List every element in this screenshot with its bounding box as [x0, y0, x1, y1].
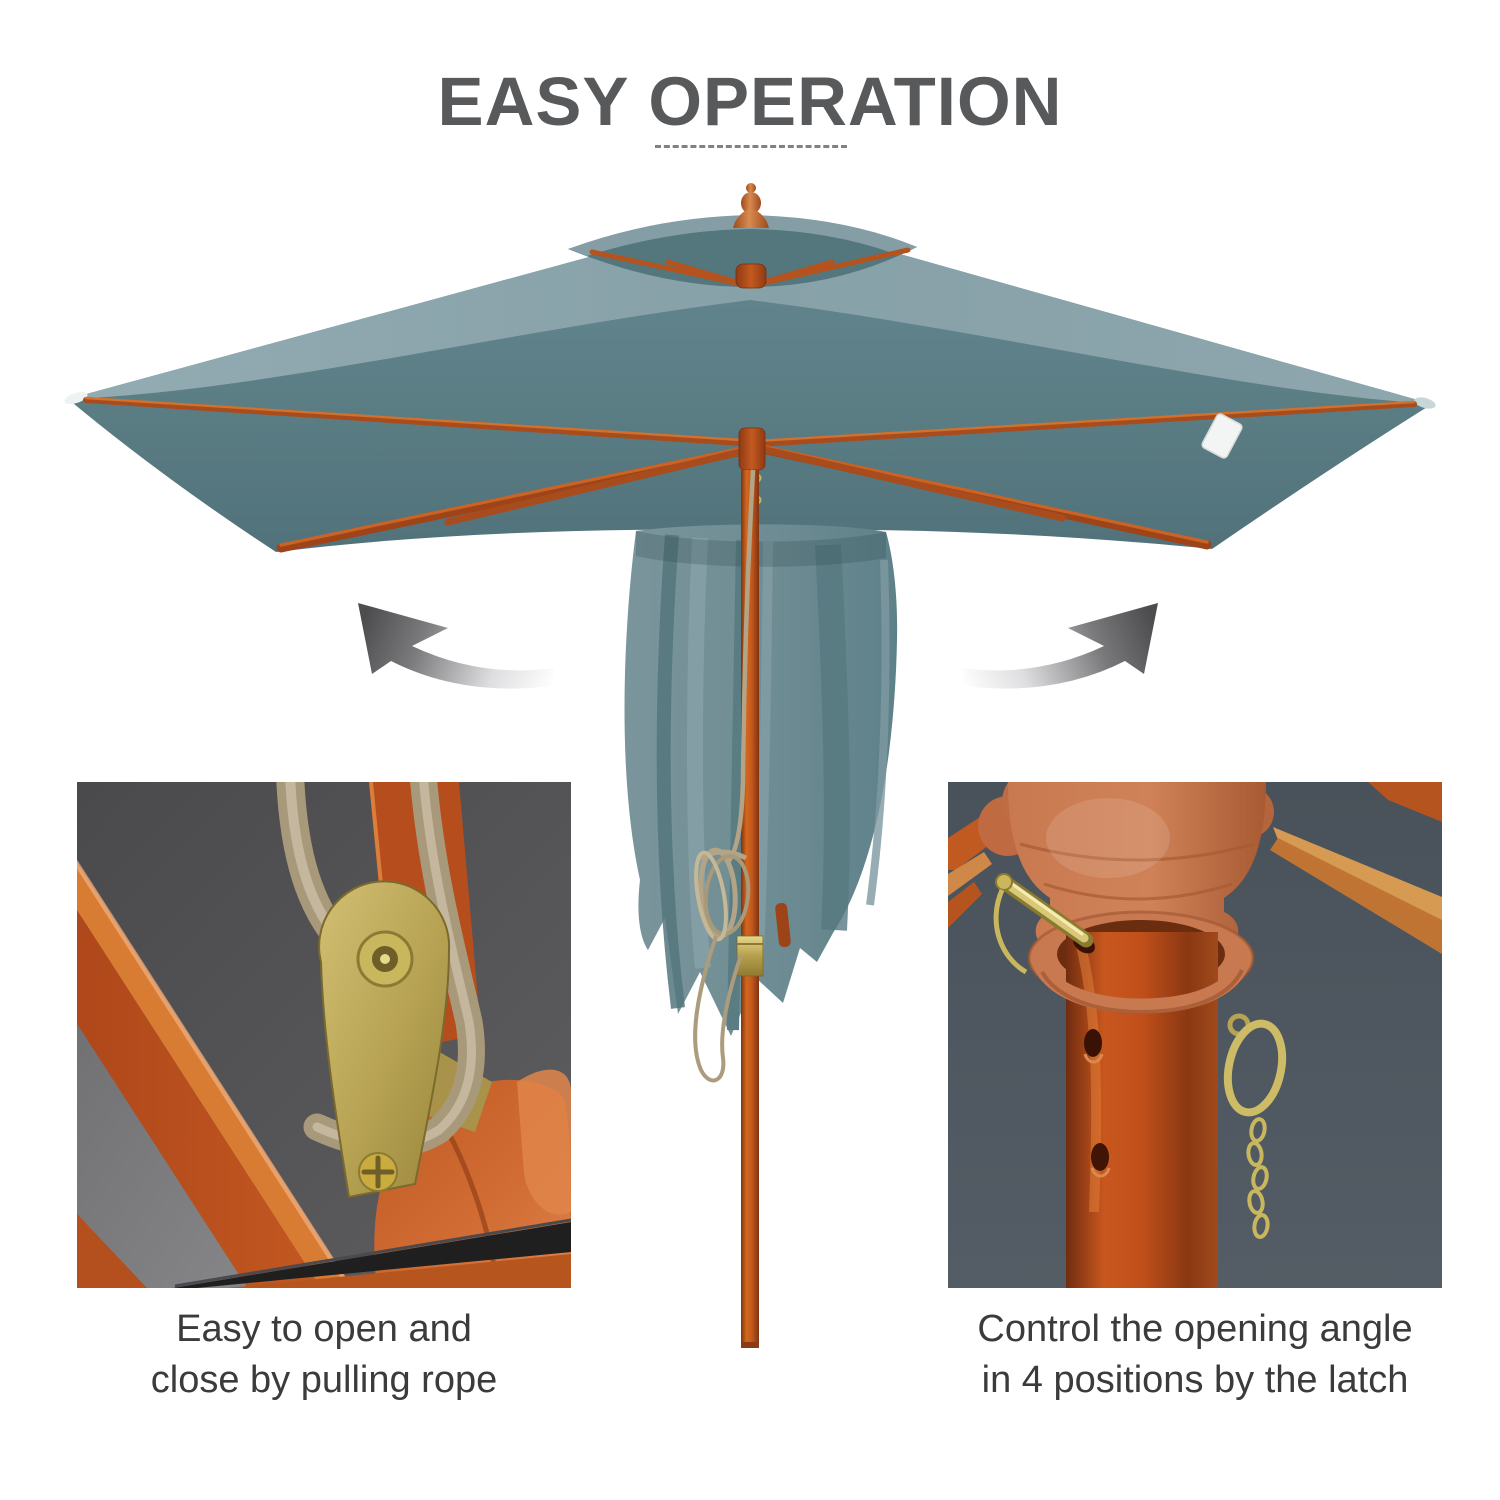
title-dashed-divider: [655, 145, 847, 148]
angle-latch-photo: [948, 782, 1442, 1288]
upper-hub-knuckle: [735, 263, 767, 289]
pole-hole: [1084, 1029, 1102, 1057]
pull-rope: [693, 469, 756, 1083]
corner-wood: [77, 1214, 147, 1288]
caption-line: Easy to open and: [176, 1308, 472, 1350]
pole-hole: [1091, 1143, 1109, 1171]
main-hub: [738, 427, 766, 471]
canopy-top-tier: [568, 215, 917, 289]
black-strap: [173, 1218, 571, 1288]
finial: [733, 183, 769, 228]
latch-pin: [993, 873, 1095, 975]
caption-rope-pulley: Easy to open and close by pulling rope: [74, 1304, 574, 1406]
rope-coil: [694, 847, 751, 942]
pole: [1066, 932, 1218, 1288]
rope-pulley-photo: [77, 782, 571, 1288]
canopy-ribs: [83, 396, 1417, 553]
curved-arrow-right-icon: [962, 603, 1158, 689]
collar-front-rim: [1030, 955, 1252, 1015]
canopy-tag: [1201, 413, 1243, 459]
canopy-left-tip-highlight: [64, 391, 88, 405]
caption-line: Control the opening angle: [977, 1308, 1413, 1350]
canopy-right-tip-highlight: [1414, 397, 1436, 409]
caption-angle-latch: Control the opening angle in 4 positions…: [945, 1304, 1445, 1406]
curved-arrow-left-icon: [358, 603, 554, 689]
page-title: EASY OPERATION: [437, 63, 1063, 140]
phillips-screw: [358, 1152, 398, 1192]
caption-line: in 4 positions by the latch: [981, 1359, 1409, 1401]
caption-line: close by pulling rope: [150, 1359, 498, 1401]
wooden-beam: [77, 859, 353, 1288]
brass-pulley: [318, 880, 451, 1199]
ring-and-chain: [1223, 1013, 1287, 1239]
